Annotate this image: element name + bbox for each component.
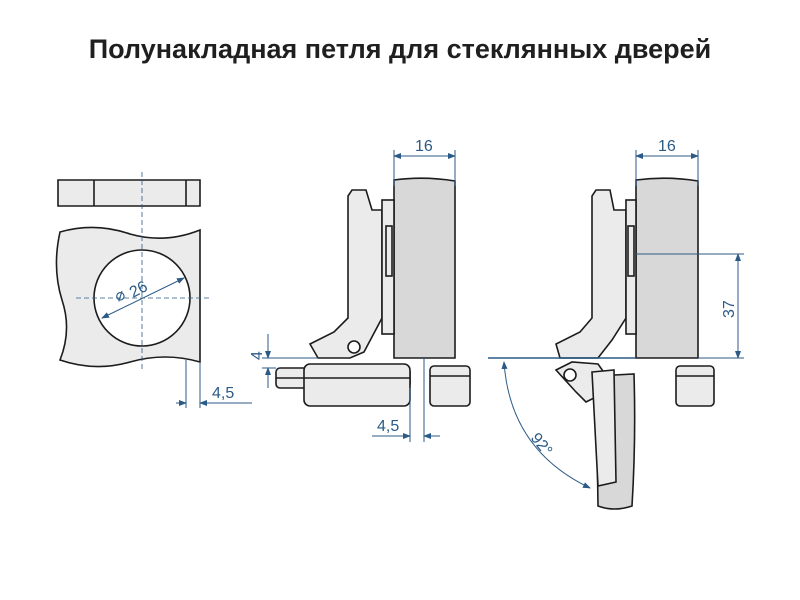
cabinet-side-block bbox=[429, 365, 471, 407]
vertical-offset-label: 4 bbox=[249, 351, 266, 360]
panel-edge-strip bbox=[57, 179, 201, 207]
glass-width-right-label: 16 bbox=[658, 138, 676, 155]
glass-panel-fixed bbox=[635, 177, 699, 359]
page-title: Полунакладная петля для стеклянных двере… bbox=[88, 34, 712, 64]
height-right-label: 37 bbox=[721, 300, 738, 318]
hinge-arm bbox=[308, 189, 383, 359]
pivot-pin bbox=[347, 340, 361, 354]
open-pivot-pin bbox=[563, 368, 577, 382]
glass-width-middle-label: 16 bbox=[415, 138, 433, 155]
hinge-open-view: 16 37 92° bbox=[488, 138, 744, 510]
opening-angle-label: 92° bbox=[527, 430, 555, 460]
cup-diameter-label: 26 bbox=[127, 278, 151, 301]
open-cabinet-block bbox=[675, 365, 715, 407]
edge-offset-left-label: 4,5 bbox=[212, 385, 234, 402]
cup-plan-view: ⌀ 26 4,5 bbox=[55, 172, 252, 408]
edge-offset-middle-label: 4,5 bbox=[377, 418, 399, 435]
glass-door-panel bbox=[393, 177, 456, 359]
hinge-closed-view: 16 4 4,5 bbox=[249, 138, 471, 442]
